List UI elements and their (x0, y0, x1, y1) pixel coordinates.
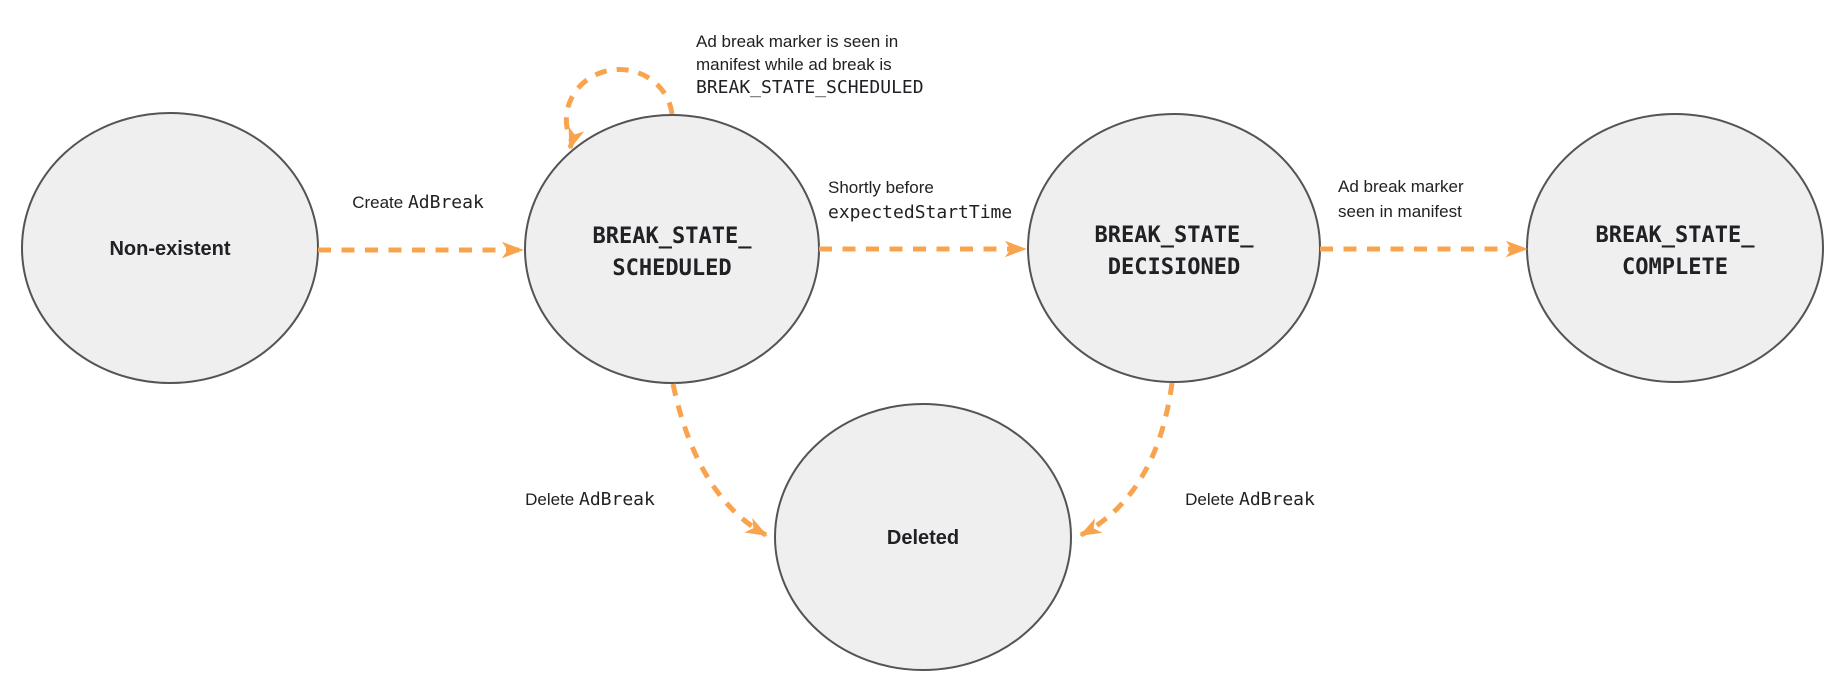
state-break-state-scheduled: BREAK_STATE_ SCHEDULED (524, 114, 820, 384)
state-break-state-scheduled-label-line2: SCHEDULED (612, 256, 731, 281)
transition-delete-from-scheduled-label-code: AdBreak (579, 489, 655, 510)
state-deleted-label: Deleted (887, 527, 959, 549)
state-break-state-decisioned-label-line2: DECISIONED (1108, 255, 1240, 280)
transition-delete-from-scheduled-arrow (670, 383, 768, 538)
transition-delete-from-scheduled: Delete AdBreak (525, 383, 768, 538)
state-break-state-decisioned-label-line1: BREAK_STATE_ (1095, 223, 1255, 248)
state-break-state-complete-label-line1: BREAK_STATE_ (1596, 223, 1756, 248)
state-break-state-decisioned: BREAK_STATE_ DECISIONED (1027, 113, 1321, 383)
transition-shortly-before-expectedstarttime: Shortly before expectedStartTime (819, 178, 1027, 258)
transition-self-loop-scheduled: Ad break marker is seen in manifest whil… (563, 32, 924, 150)
transition-delete-from-decisioned-arrow (1079, 382, 1175, 538)
transition-create-adbreak-label: Create AdBreak (352, 192, 484, 213)
transition-delete-from-decisioned: Delete AdBreak (1079, 382, 1315, 538)
transition-to-decisioned-label-line2: expectedStartTime (828, 202, 1012, 223)
transition-self-loop-label-line1: Ad break marker is seen in (696, 32, 898, 51)
state-break-state-scheduled-label-line1: BREAK_STATE_ (593, 224, 753, 249)
transition-to-complete-label-line1: Ad break marker (1338, 177, 1464, 196)
state-break-state-decisioned-circle (1027, 113, 1321, 383)
state-non-existent: Non-existent (21, 112, 319, 384)
transition-create-adbreak-label-code: AdBreak (408, 192, 484, 213)
transition-delete-from-decisioned-label: Delete AdBreak (1185, 489, 1315, 510)
transition-self-loop-arrow (563, 66, 675, 150)
transition-delete-from-decisioned-label-action: Delete (1185, 490, 1239, 509)
transition-to-decisioned-label-line1: Shortly before (828, 178, 934, 197)
transition-delete-from-scheduled-label: Delete AdBreak (525, 489, 655, 510)
state-non-existent-label: Non-existent (109, 238, 230, 260)
state-break-state-complete-circle (1526, 113, 1824, 383)
transition-to-complete-label-line2: seen in manifest (1338, 202, 1462, 221)
state-break-state-complete: BREAK_STATE_ COMPLETE (1526, 113, 1824, 383)
transition-marker-seen-in-manifest: Ad break marker seen in manifest (1320, 177, 1528, 258)
state-deleted: Deleted (774, 403, 1072, 671)
transition-delete-from-decisioned-label-code: AdBreak (1239, 489, 1315, 510)
transition-self-loop-label-line2: manifest while ad break is (696, 55, 892, 74)
transition-create-adbreak: Create AdBreak (318, 192, 524, 259)
state-break-state-complete-label-line2: COMPLETE (1622, 255, 1728, 280)
state-deleted-circle (774, 403, 1072, 671)
state-break-state-scheduled-circle (524, 114, 820, 384)
transition-delete-from-scheduled-label-action: Delete (525, 490, 579, 509)
transition-self-loop-label-line3: BREAK_STATE_SCHEDULED (696, 77, 924, 98)
transition-create-adbreak-label-action: Create (352, 193, 408, 212)
